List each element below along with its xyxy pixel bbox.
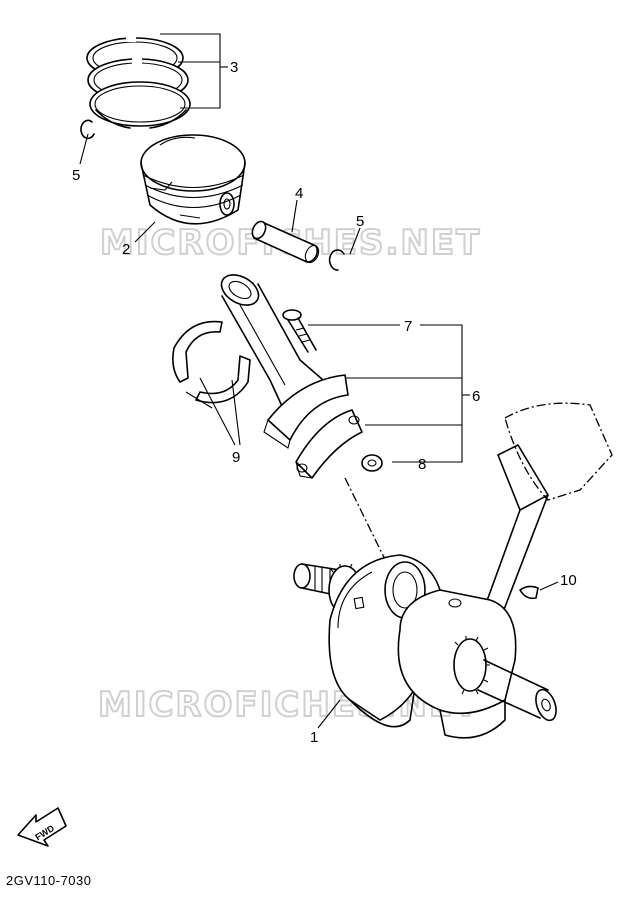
- fwd-arrow-icon: FWD: [17, 807, 67, 847]
- woodruff-key: [519, 585, 539, 600]
- callout-4: 4: [295, 185, 303, 202]
- con-rod-bolt: [282, 309, 317, 353]
- callout-6: 6: [472, 388, 480, 405]
- piston-pin-clip-right: [328, 249, 345, 271]
- callout-2: 2: [122, 241, 130, 258]
- callout-3: 3: [230, 59, 238, 76]
- big-end-bearing: [172, 320, 251, 409]
- callout-5-left: 5: [72, 167, 80, 184]
- callout-10: 10: [560, 572, 577, 589]
- con-rod-nut: [361, 454, 383, 472]
- piston-rings: [86, 36, 191, 129]
- big-end-cap: [295, 409, 363, 479]
- connecting-rod: [220, 274, 349, 449]
- callout-1: 1: [310, 729, 318, 746]
- crankshaft: [293, 402, 613, 739]
- diagram-code: 2GV110-7030: [6, 873, 92, 888]
- callout-5-right: 5: [356, 213, 364, 230]
- callout-8: 8: [418, 456, 426, 473]
- piston-pin-clip-left: [80, 119, 95, 140]
- callout-9: 9: [232, 449, 240, 466]
- piston-pin: [251, 220, 320, 264]
- leader-lines: [79, 33, 559, 729]
- callout-7: 7: [404, 318, 412, 335]
- piston: [140, 134, 246, 225]
